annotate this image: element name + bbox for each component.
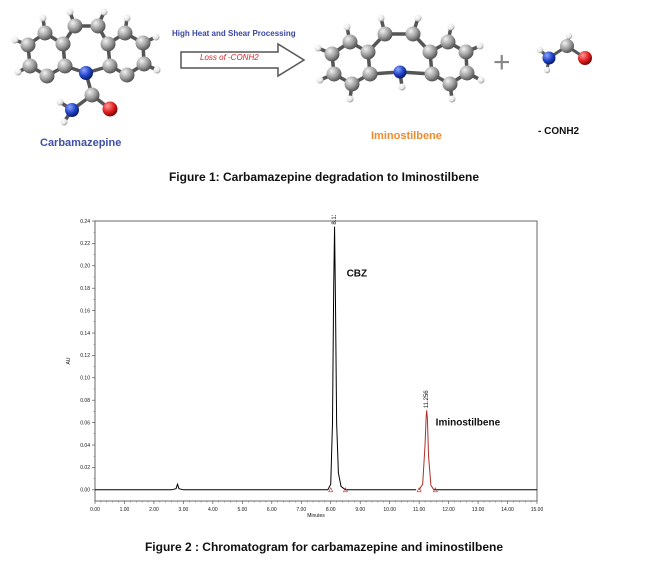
peak-name-label: Iminostilbene: [436, 417, 501, 428]
y-tick-label: 0.18: [80, 286, 90, 292]
plot-frame: [94, 220, 538, 502]
y-tick-label: 0.08: [80, 398, 90, 404]
x-tick-label: 8.00: [326, 507, 336, 513]
carbamazepine-label: Carbamazepine: [40, 137, 122, 149]
x-axis-ticks: 0.00 1.00 2.00 3.00 4.00 5.00 6.00 7.00 8.00 9.00…: [90, 501, 543, 513]
x-tick-label: 7.00: [296, 507, 306, 513]
x-tick-label: 12.00: [442, 507, 455, 513]
series-line-iminostilbene: [418, 410, 435, 491]
iminostilbene-atoms: [314, 14, 485, 103]
plus-sign: +: [493, 46, 511, 79]
x-tick-label: 5.00: [237, 507, 247, 513]
y-tick-label: 0.04: [80, 443, 90, 449]
y-axis-ticks: 0.00 0.02 0.04 0.06 0.08 0.10 0.12 0.14 0.16 0.18…: [80, 219, 95, 494]
carbamazepine-atoms: [11, 8, 161, 126]
y-tick-label: 0.14: [80, 331, 90, 337]
retention-time-label: 11.256: [424, 390, 430, 409]
x-tick-label: 2.00: [149, 507, 159, 513]
x-tick-label: 14.00: [501, 507, 514, 513]
figure-1-caption: Figure 1: Carbamazepine degradation to I…: [168, 170, 480, 184]
iminostilbene-label: Iminostilbene: [371, 130, 442, 142]
integration-marker: [432, 487, 438, 493]
series-line-cbz: [95, 226, 417, 491]
x-tick-label: 15.00: [531, 507, 544, 513]
reaction-arrow: [180, 42, 306, 78]
x-tick-label: 0.00: [90, 507, 100, 513]
x-tick-label: 6.00: [267, 507, 277, 513]
y-tick-label: 0.02: [80, 465, 90, 471]
x-tick-label: 9.00: [355, 507, 365, 513]
integration-markers: [328, 487, 438, 493]
y-tick-label: 0.10: [80, 376, 90, 382]
y-tick-label: 0.16: [80, 308, 90, 314]
y-tick-label: 0.00: [80, 488, 90, 494]
figure-2-caption: Figure 2 : Chromatogram for carbamazepin…: [144, 540, 504, 554]
y-tick-label: 0.20: [80, 264, 90, 270]
x-axis-label: Minutes: [307, 513, 325, 519]
y-tick-label: 0.24: [80, 219, 90, 225]
integration-marker: [328, 487, 334, 493]
chromatogram-chart: 0.00 1.00 2.00 3.00 4.00 5.00 6.00 7.00 8.00 9.00…: [66, 215, 543, 519]
retention-time-label: 8.130: [332, 215, 338, 225]
x-tick-label: 10.00: [383, 507, 396, 513]
x-tick-label: 11.00: [413, 507, 425, 513]
conh2-label: - CONH2: [538, 126, 580, 137]
loss-of-conh2-text: Loss of -CONH2: [200, 53, 259, 62]
peak-name-label: CBZ: [347, 269, 368, 280]
x-tick-label: 4.00: [208, 507, 218, 513]
integration-marker: [416, 487, 422, 493]
x-tick-label: 1.00: [120, 507, 130, 513]
y-tick-label: 0.22: [80, 241, 90, 247]
y-tick-label: 0.06: [80, 420, 90, 426]
y-tick-label: 0.12: [80, 353, 90, 359]
conh2-fragment: [536, 32, 592, 74]
x-tick-label: 13.00: [472, 507, 485, 513]
x-tick-label: 3.00: [179, 507, 189, 513]
integration-marker: [342, 487, 348, 493]
chart-series: [95, 226, 537, 491]
reaction-scheme: +: [11, 8, 592, 126]
process-condition-text: High Heat and Shear Processing: [172, 29, 296, 38]
y-axis-label: AU: [66, 357, 72, 364]
